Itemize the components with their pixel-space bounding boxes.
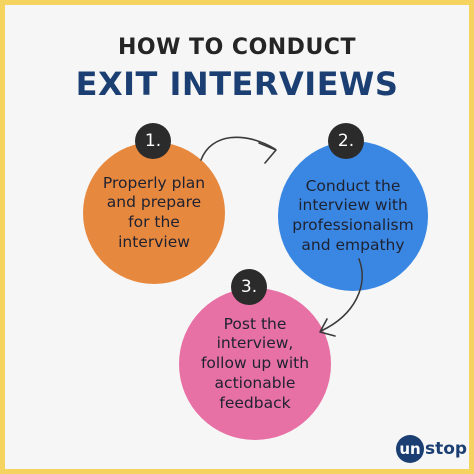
- logo-mark: un: [396, 435, 424, 463]
- step-1-badge: 1.: [135, 123, 171, 159]
- arrow-2-to-3-icon: [319, 258, 363, 337]
- unstop-logo: un stop: [396, 435, 467, 463]
- step-1-circle: Properly plan and prepare for the interv…: [83, 142, 225, 284]
- step-2-text: Conduct the interview with professionali…: [292, 176, 414, 254]
- logo-wordmark: stop: [425, 439, 468, 459]
- step-1-text: Properly plan and prepare for the interv…: [102, 173, 206, 251]
- heading-line-2: EXIT INTERVIEWS: [75, 65, 399, 103]
- arrow-1-to-2-icon: [200, 136, 277, 164]
- step-2-badge: 2.: [328, 123, 364, 159]
- step-2-circle: Conduct the interview with professionali…: [278, 141, 428, 291]
- step-3-badge: 3.: [231, 269, 267, 305]
- step-3-text: Post the interview, follow up with actio…: [200, 314, 310, 412]
- heading-line-1: HOW TO CONDUCT: [118, 35, 356, 60]
- step-3-circle: Post the interview, follow up with actio…: [179, 288, 331, 440]
- flow-arrows: [200, 136, 363, 337]
